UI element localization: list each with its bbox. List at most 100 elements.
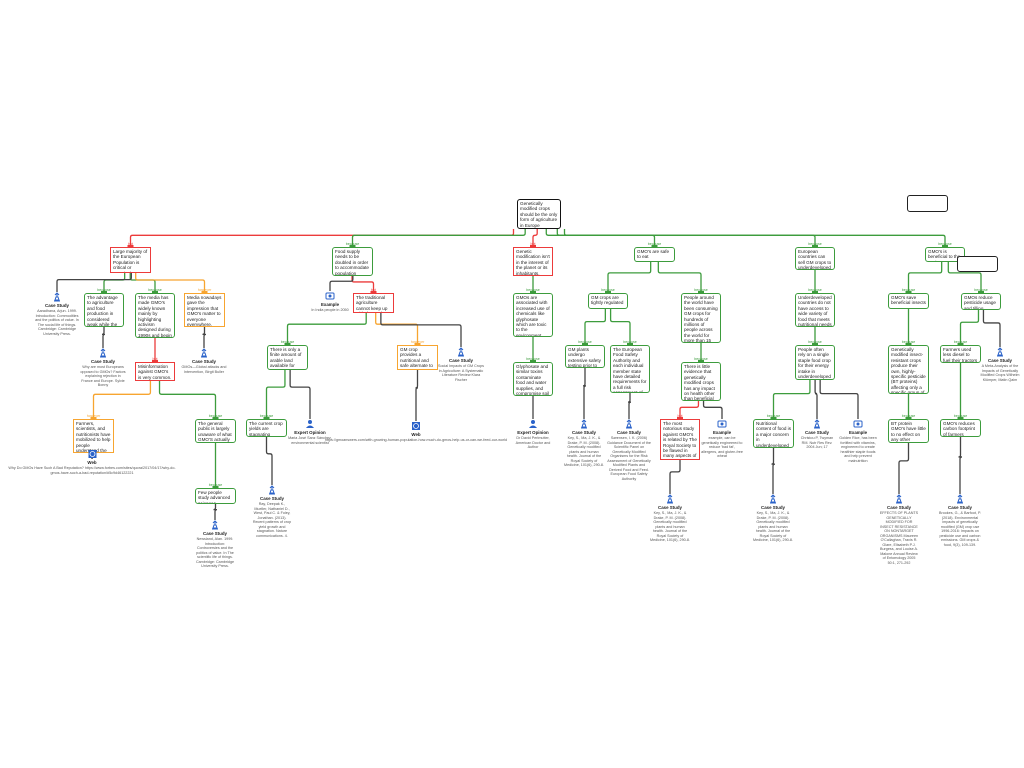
claim-box[interactable]: Few people study advanced sciences <box>195 488 236 504</box>
source-type-label: Web <box>411 432 421 437</box>
claim-box[interactable]: Nutritional content of food is a major c… <box>753 419 794 448</box>
claim-box[interactable]: The most notorious study against GMO's i… <box>660 419 700 460</box>
connector-because <box>351 229 526 247</box>
claim-box[interactable]: People around the world have been consum… <box>681 293 721 343</box>
claim-box[interactable]: GM crops are tightly regulated <box>588 293 628 309</box>
case-study-icon <box>564 419 604 429</box>
claim-box[interactable]: People often rely on a single staple foo… <box>795 345 835 380</box>
claim-box[interactable]: Genetically modified insect-resistant cr… <box>888 345 929 394</box>
source-type-label: Case Study <box>260 496 284 501</box>
connector-end <box>201 291 208 293</box>
claim-box[interactable]: GMO's save beneficial insects <box>888 293 929 309</box>
claim-box[interactable]: Glyphosate and similar toxins contaminat… <box>513 362 553 396</box>
connector-because <box>607 262 652 293</box>
relation-label: because <box>578 340 592 344</box>
root-claim[interactable]: Genetically modified crops should be the… <box>517 199 561 229</box>
connector-source <box>669 460 681 494</box>
relation-label: because <box>974 288 988 292</box>
empty-claim-box[interactable] <box>957 256 998 272</box>
claim-box[interactable]: Farmers, scientists, and nutritionists h… <box>73 419 114 453</box>
connector-because <box>158 381 217 419</box>
claim-box[interactable]: GMO's reduces carbon footprint of farmer… <box>940 419 981 437</box>
claim-box[interactable]: GMOs reduce pesticide usage and tilling. <box>961 293 1001 310</box>
connector-end <box>152 360 158 362</box>
connector-end <box>127 245 134 247</box>
claim-box[interactable]: European countries can sell GM crops to … <box>795 247 835 270</box>
connector-but <box>532 229 538 247</box>
example-icon <box>838 419 878 429</box>
claim-box[interactable]: The general public is largely unaware of… <box>195 419 236 443</box>
claim-box[interactable]: The European Food Safety Authority and e… <box>610 345 650 393</box>
claim-box[interactable]: The traditional agriculture cannot keep … <box>353 293 394 313</box>
claim-box[interactable]: Underdeveloped countries do not have acc… <box>795 293 835 327</box>
connector-end <box>812 245 818 247</box>
empty-claim-box[interactable] <box>907 195 948 212</box>
source-citation: Dr David Perlmutter, American Doctor and… <box>515 436 551 449</box>
claim-box[interactable]: Media nowadays gave the impression that … <box>184 293 225 327</box>
claim-box[interactable]: GMOs are associated with increased use o… <box>513 293 553 337</box>
source-citation: EFFECTS OF PLANTS GENETICALLY MODIFIED F… <box>879 511 919 565</box>
connector-end <box>349 245 356 247</box>
case-study-icon <box>438 347 484 357</box>
connector-because <box>609 309 631 345</box>
claim-box[interactable]: Food supply needs to be doubled in order… <box>332 247 373 276</box>
connector-end <box>957 417 964 419</box>
connector-source <box>898 443 910 494</box>
connector-end <box>263 417 270 419</box>
claim-box[interactable]: There is only a finite amount of arable … <box>267 345 308 370</box>
claim-box[interactable]: Farmers used less diesel to fuel their t… <box>940 345 981 363</box>
relation-label: because <box>647 242 662 246</box>
expert-opinion-icon <box>512 419 554 429</box>
relation-label: but <box>371 288 376 292</box>
claim-box[interactable]: The advantage to agriculture and food pr… <box>84 293 124 327</box>
case-study-icon <box>939 494 981 504</box>
source-type-label: Case Study <box>948 505 972 510</box>
relation-label: because <box>694 288 708 292</box>
relation-label: however <box>410 340 425 344</box>
claim-box[interactable]: Genetic modification isn't in the intere… <box>513 247 553 276</box>
source-type-label: Example <box>712 430 732 435</box>
connector-because <box>286 313 367 345</box>
claim-box[interactable]: Large majority of the European Populatio… <box>110 247 151 273</box>
connector-end <box>152 291 158 293</box>
claim-box[interactable]: There is little evidence that geneticall… <box>681 362 721 401</box>
claim-box[interactable]: The current crop yields are stagnating <box>246 419 287 437</box>
connector-but <box>129 229 515 247</box>
connector-source <box>627 393 632 419</box>
claim-box[interactable]: Misinformation against GMO's is very com… <box>135 362 175 381</box>
source-citation: https://gmoanswers.com/with-growing-huma… <box>324 438 508 442</box>
claim-box[interactable]: GM plants undergo extensive safety testi… <box>565 345 605 368</box>
relation-label: because <box>623 340 637 344</box>
relation-label: but <box>677 414 683 418</box>
claim-box[interactable]: GMO's are safe to eat <box>634 247 675 262</box>
source-citation: Ray, Deepak K., Mueller, Nathaniel D., W… <box>252 502 292 538</box>
claim-box[interactable]: BT protein GMO's have little to no effec… <box>888 419 929 443</box>
claim-box[interactable]: The media has made GMO's widely known ma… <box>135 293 175 338</box>
connector-source <box>814 380 818 419</box>
claim-box[interactable]: GM crop provides a nutritional and safe … <box>397 345 438 370</box>
connector-source <box>289 370 311 419</box>
source-citation: Newsland, Alan. 1999. Introduction: Cont… <box>195 537 235 568</box>
claim-box[interactable]: GMO's is beneficial to the environment <box>925 247 965 262</box>
